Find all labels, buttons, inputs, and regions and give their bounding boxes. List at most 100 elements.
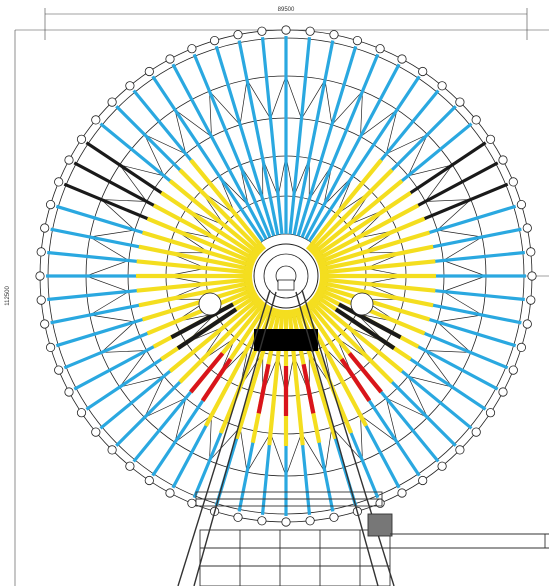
gondola-cabin (64, 387, 74, 397)
inner-spoke (168, 179, 262, 257)
gondola-cabin (36, 295, 46, 305)
gondola-cabin (257, 26, 267, 36)
gondola-cabin (375, 44, 385, 54)
inner-spoke (313, 190, 412, 259)
gondola-cabin (125, 81, 135, 91)
gondola-cabin (498, 387, 508, 397)
gondola-cabin (329, 512, 339, 522)
gondola-cabin (165, 54, 175, 64)
red-spoke (189, 351, 225, 394)
gondola-cabin (526, 247, 536, 257)
gondola-cabin (64, 155, 74, 165)
gondola-cabin (76, 134, 87, 144)
inner-spoke (138, 280, 254, 308)
gondola-cabin (516, 342, 527, 352)
base-structure (195, 491, 549, 586)
gondola-cabin (40, 319, 50, 329)
inner-spoke (141, 230, 255, 269)
dark-spoke (337, 302, 402, 340)
support-legs (177, 289, 395, 586)
height-dimension-label: 112500 (5, 286, 11, 306)
gondola-cabin (418, 66, 428, 77)
right-mount (350, 292, 374, 316)
outer-spoke (296, 45, 358, 237)
inner-spoke (168, 295, 262, 373)
inner-spoke (189, 158, 267, 252)
gondola-cabin (455, 445, 465, 455)
dark-spoke (334, 307, 396, 350)
inner-spoke (318, 244, 434, 272)
dark-spoke (176, 307, 238, 350)
gondola-cabin (144, 66, 154, 77)
outer-spoke (288, 37, 312, 235)
outer-spoke (237, 40, 280, 236)
gondola-cabin (508, 365, 518, 375)
gondola-cabin (397, 488, 407, 498)
inner-spoke (136, 277, 253, 293)
gondola-cabin (36, 247, 46, 257)
inner-spoke (178, 298, 264, 384)
gondola-cabin (281, 517, 291, 527)
gondola-cabin (508, 177, 518, 187)
inner-spoke (308, 298, 394, 384)
gondola-cabin (526, 295, 536, 305)
outer-spoke (300, 53, 380, 238)
inner-spoke (297, 306, 354, 434)
inner-spoke (317, 230, 431, 269)
red-spoke (256, 363, 271, 414)
gondola-cabin (455, 97, 465, 107)
outer-spoke (292, 40, 335, 236)
gondola-cabin (418, 475, 428, 486)
gondola-cabin (233, 30, 243, 40)
gondola-cabin (257, 516, 267, 526)
outer-spoke (214, 45, 276, 237)
inner-spokes (136, 158, 436, 446)
red-spoke (200, 357, 233, 402)
gondola-cabin (522, 319, 532, 329)
gondola-cabin (91, 427, 101, 437)
gondola-cabin (397, 54, 407, 64)
gondola-cabin (498, 155, 508, 165)
gondola-cabin (144, 475, 154, 486)
dark-spoke (170, 302, 235, 340)
center-label-block (254, 329, 318, 351)
gondola-cabin (54, 365, 64, 375)
gondola-cabin (45, 342, 56, 352)
gondola-cabin (35, 271, 45, 281)
inner-spoke (152, 203, 257, 262)
gondola-cabin (91, 115, 101, 125)
gondola-cabin (485, 408, 496, 418)
gondola-cabin (305, 26, 315, 36)
inner-spoke (315, 203, 420, 262)
gondola-cabin (281, 25, 291, 35)
gondola-cabin (437, 81, 447, 91)
gondola-cabin (516, 200, 527, 210)
inner-spoke (318, 280, 434, 308)
gondola-cabin (165, 488, 175, 498)
gondola-cabin (187, 498, 197, 508)
inner-spoke (136, 259, 253, 275)
outer-spoke (192, 53, 272, 238)
gondola-cabin (54, 177, 64, 187)
gondola-cabin (76, 408, 87, 418)
outer-spoke (304, 63, 401, 240)
inner-spoke (160, 190, 259, 259)
inner-spoke (316, 216, 426, 265)
left-mount (198, 292, 222, 316)
gondola-cabin (45, 200, 56, 210)
red-spoke (347, 351, 383, 394)
gondola-cabin (233, 512, 243, 522)
gondola-cabin (522, 223, 532, 233)
gondola-cabin (107, 97, 117, 107)
gondola-cabin (40, 223, 50, 233)
outer-spoke (151, 75, 265, 242)
inner-spoke (310, 179, 404, 257)
gondola-cabin (437, 461, 447, 471)
inner-spoke (305, 158, 383, 252)
gondola-cabin (527, 271, 537, 281)
gondola-cabin (352, 35, 362, 46)
inner-spoke (319, 259, 436, 275)
inner-spoke (317, 283, 431, 322)
red-spoke (339, 357, 372, 402)
outer-spoke (260, 37, 284, 235)
